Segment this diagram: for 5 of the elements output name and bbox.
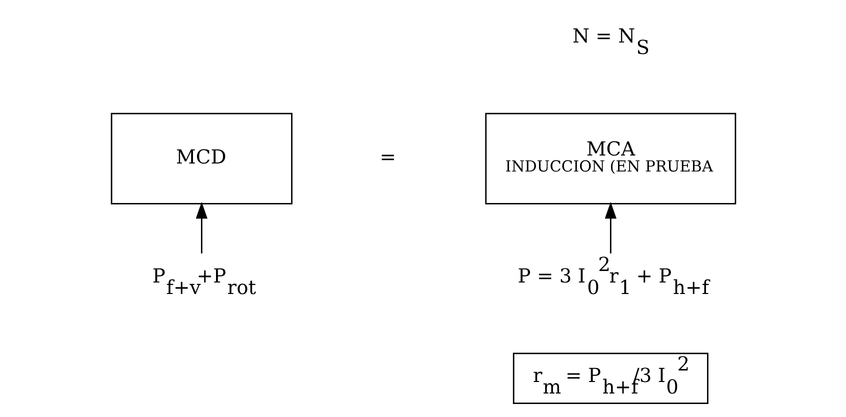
label: =: [379, 146, 396, 169]
arrow: [195, 202, 207, 254]
node-box: MCD: [110, 112, 292, 204]
node-box: MCA INDUCCION (EN PRUEBA: [484, 112, 736, 204]
arrow: [604, 202, 616, 254]
